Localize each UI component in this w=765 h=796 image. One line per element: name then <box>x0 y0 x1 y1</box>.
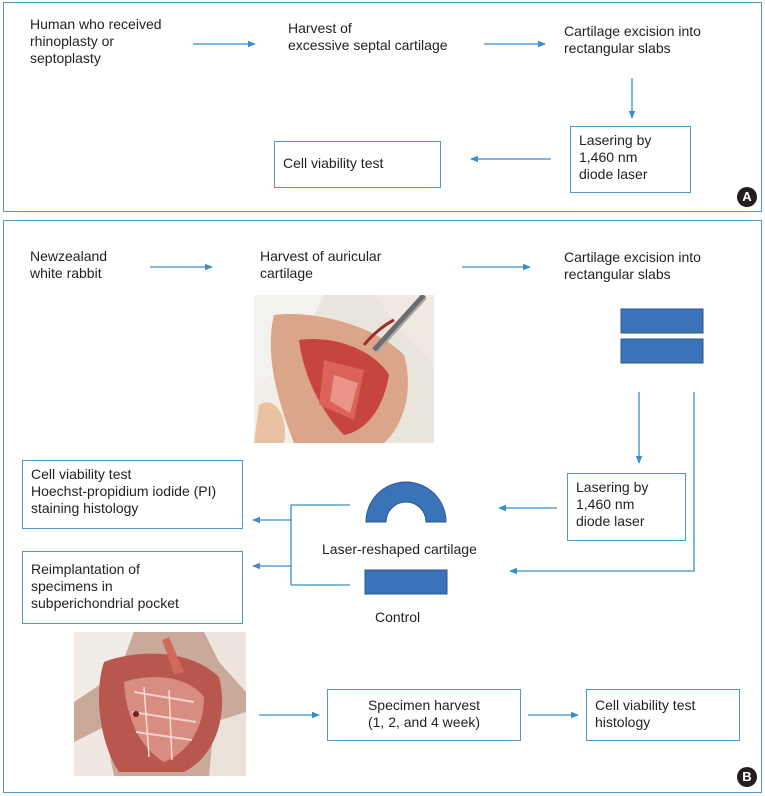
b-viability-hoechst-box: Cell viability test Hoechst-propidium io… <box>22 460 243 529</box>
b-viability-hoechst-text: Cell viability test Hoechst-propidium io… <box>31 466 217 516</box>
b-reimplantation-box: Reimplantation of specimens in subperich… <box>22 551 243 624</box>
b-excision-text: Cartilage excision into rectangular slab… <box>564 249 701 282</box>
specimen-harvest-text: Specimen harvest (1, 2, and 4 week) <box>367 697 481 730</box>
a-human-donor-text: Human who received rhinoplasty or septop… <box>30 16 162 66</box>
specimen-harvest-box: Specimen harvest (1, 2, and 4 week) <box>327 689 521 741</box>
b-rabbit-text: Newzealand white rabbit <box>30 248 108 281</box>
a-lasering-text: Lasering by 1,460 nm diode laser <box>579 132 652 182</box>
reshaped-cartilage-label: Laser-reshaped cartilage <box>322 541 477 557</box>
reimplantation-photo <box>74 632 246 776</box>
panel-a-badge: A <box>737 187 757 207</box>
b-reimplantation-text: Reimplantation of specimens in subperich… <box>31 561 179 611</box>
final-viability-box: Cell viability test histology <box>586 689 740 741</box>
a-excision-text: Cartilage excision into rectangular slab… <box>564 23 701 56</box>
a-lasering-box: Lasering by 1,460 nm diode laser <box>570 126 691 193</box>
b-lasering-box: Lasering by 1,460 nm diode laser <box>567 473 686 541</box>
a-viability-box: Cell viability test <box>274 141 441 188</box>
a-viability-text: Cell viability test <box>283 155 384 171</box>
b-lasering-text: Lasering by 1,460 nm diode laser <box>576 479 649 529</box>
a-harvest-septal-text: Harvest of excessive septal cartilage <box>288 20 448 53</box>
panel-b-badge: B <box>737 767 757 787</box>
final-viability-text: Cell viability test histology <box>595 697 696 730</box>
b-harvest-auricular-text: Harvest of auricular cartilage <box>260 248 382 281</box>
control-label: Control <box>375 609 421 625</box>
auricular-harvest-photo <box>254 295 434 443</box>
